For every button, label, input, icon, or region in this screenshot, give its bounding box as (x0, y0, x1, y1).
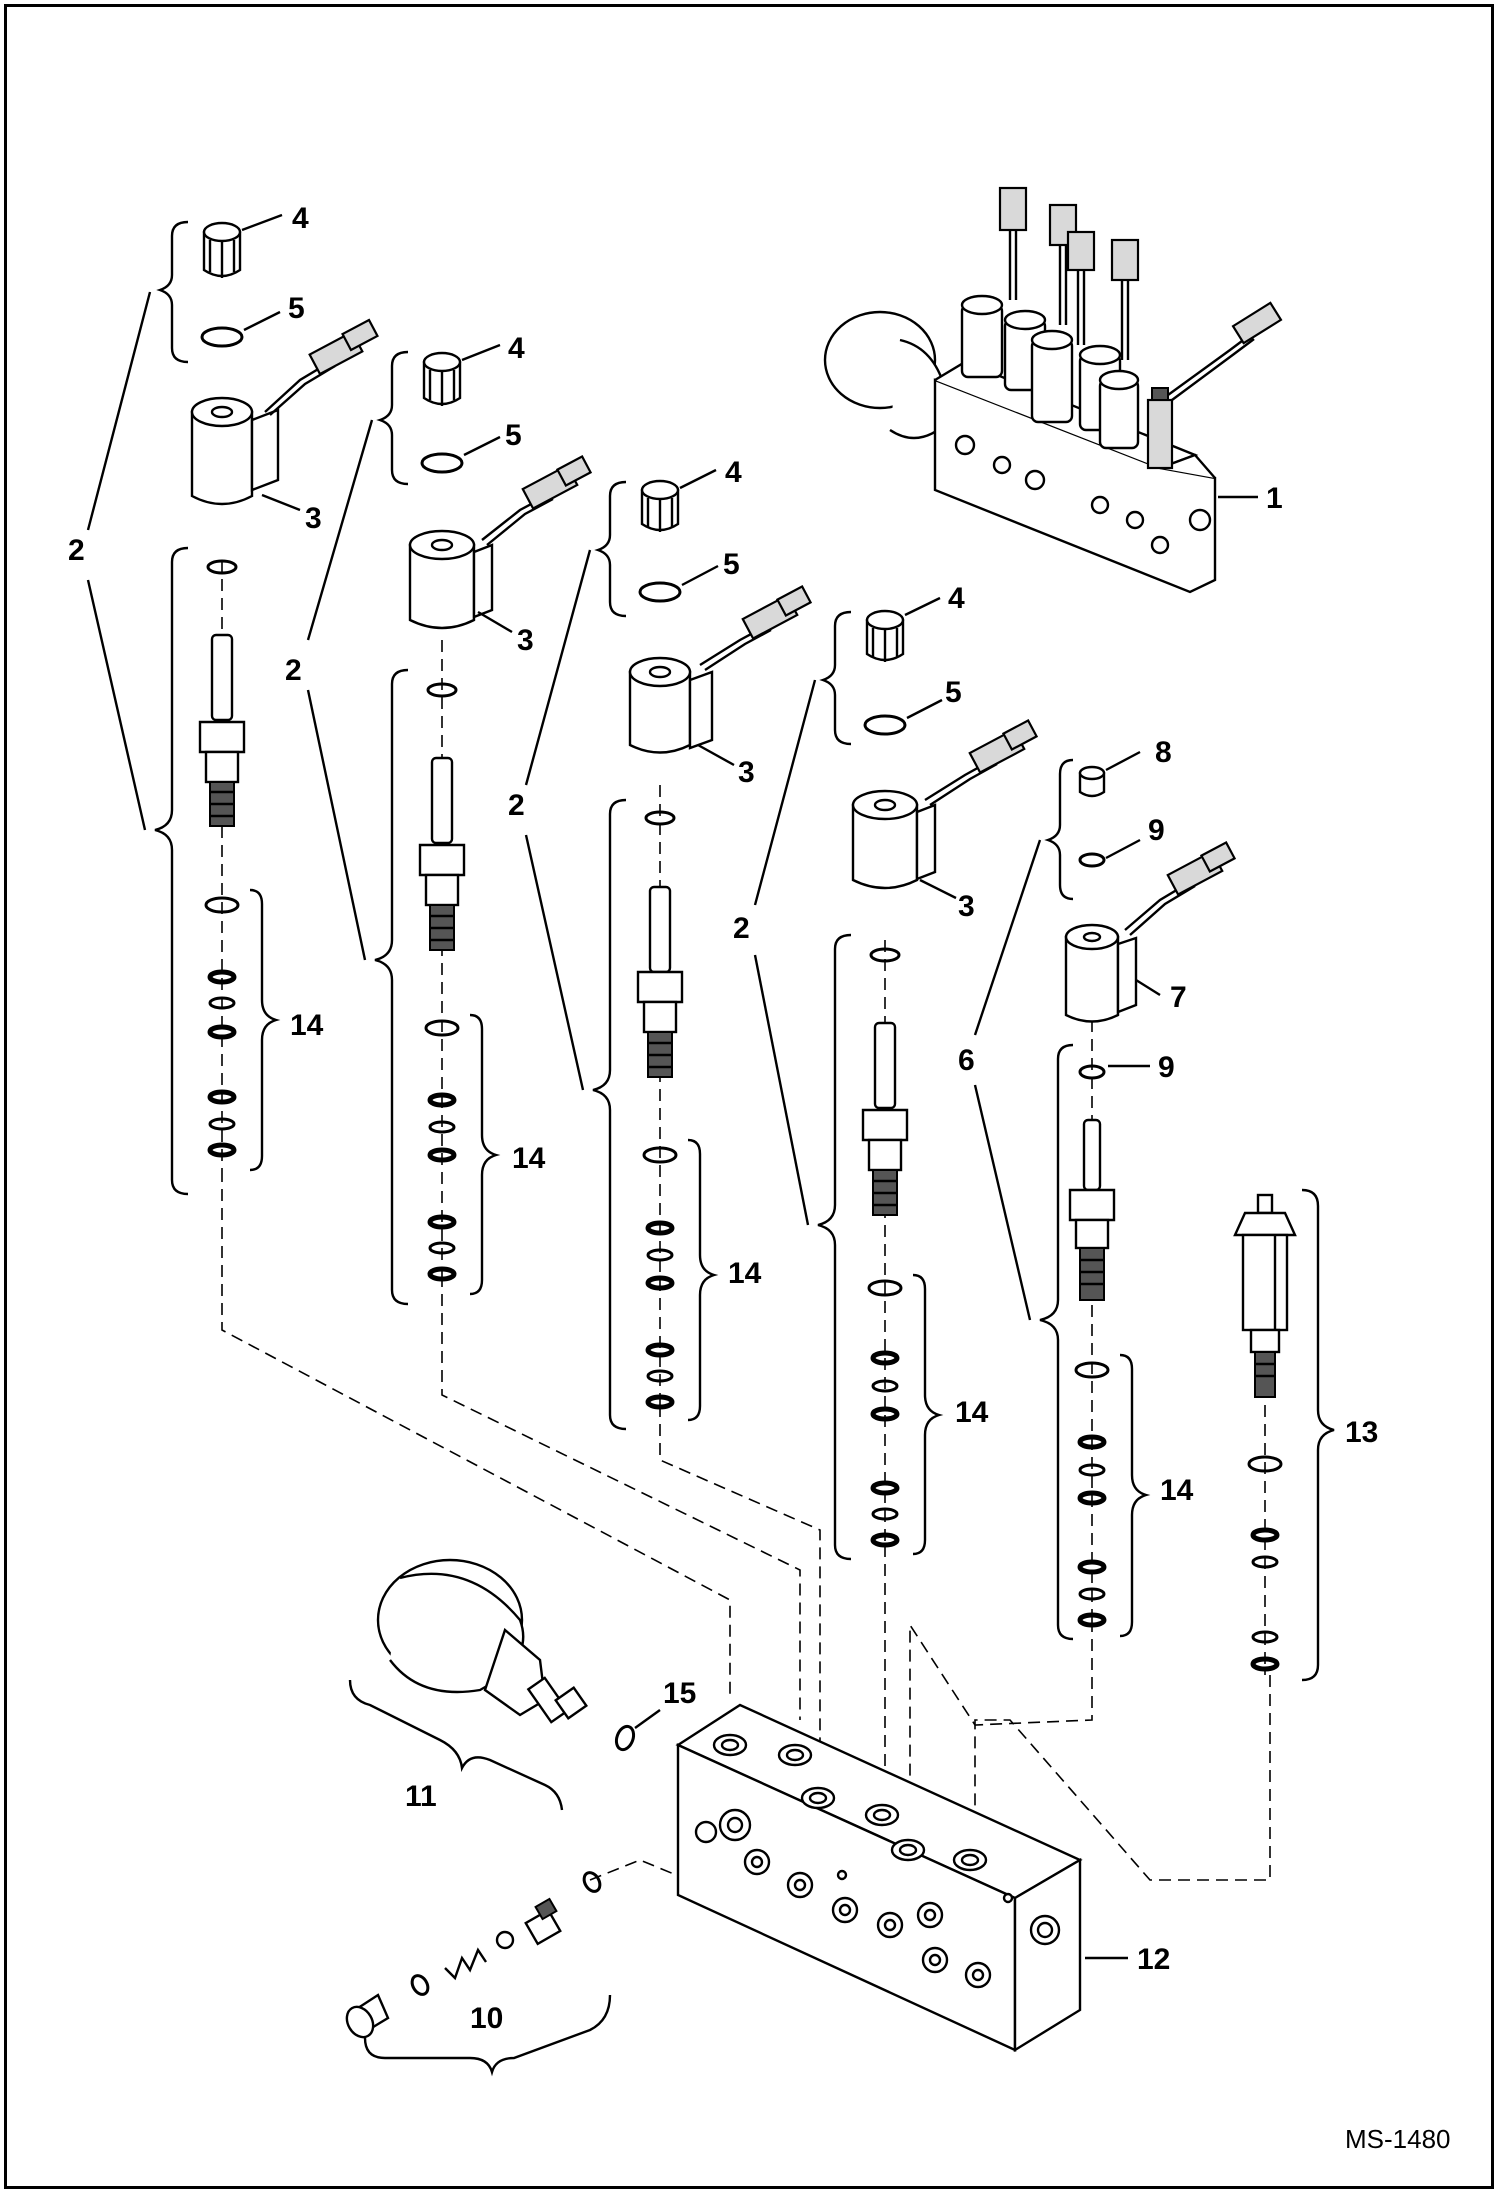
callout-labels: 4 5 3 2 14 4 5 3 2 14 4 5 3 2 14 4 5 3 2… (68, 202, 1451, 2154)
callout-3: 3 (738, 756, 755, 789)
callout-5: 5 (288, 292, 305, 325)
check-valve-kit (345, 1871, 602, 2039)
accumulator (376, 1558, 636, 1752)
callout-14: 14 (728, 1257, 762, 1290)
callout-14: 14 (955, 1396, 989, 1429)
valve-stack-column-2 (408, 351, 593, 1282)
drawing-border (4, 4, 1494, 2189)
valve-stack-column-4 (851, 609, 1039, 1548)
callout-15: 15 (663, 1677, 696, 1710)
callout-4: 4 (948, 582, 965, 615)
callout-4: 4 (292, 202, 309, 235)
callout-10: 10 (470, 2002, 503, 2035)
callout-3: 3 (305, 502, 322, 535)
callout-6: 6 (958, 1044, 975, 1077)
assembled-manifold (823, 186, 1283, 594)
callout-12: 12 (1137, 1943, 1170, 1976)
callout-2: 2 (733, 912, 750, 945)
drawing-code: MS-1480 (1345, 2124, 1451, 2154)
callout-4: 4 (725, 456, 742, 489)
callout-3: 3 (517, 624, 534, 657)
callout-1: 1 (1266, 482, 1283, 515)
callout-4: 4 (508, 332, 525, 365)
pressure-switch-column (1233, 1193, 1297, 1672)
callout-9: 9 (1148, 814, 1165, 847)
valve-stack-column-3 (628, 479, 813, 1410)
callout-2: 2 (68, 534, 85, 567)
callout-7: 7 (1170, 981, 1187, 1014)
callout-8: 8 (1155, 736, 1172, 769)
callout-9: 9 (1158, 1051, 1175, 1084)
callout-2: 2 (285, 654, 302, 687)
callout-13: 13 (1345, 1416, 1378, 1449)
callout-5: 5 (945, 676, 962, 709)
manifold-block (675, 1703, 1083, 2053)
callout-5: 5 (723, 548, 740, 581)
group-braces (86, 213, 1335, 2077)
valve-stack-column-5 (1064, 765, 1237, 1628)
callout-5: 5 (505, 419, 522, 452)
valve-stack-column-1 (190, 221, 379, 1158)
callout-14: 14 (290, 1009, 324, 1042)
callout-2: 2 (508, 789, 525, 822)
callout-11: 11 (405, 1780, 437, 1813)
callout-3: 3 (958, 890, 975, 923)
callout-14: 14 (1160, 1474, 1194, 1507)
callout-14: 14 (512, 1142, 546, 1175)
